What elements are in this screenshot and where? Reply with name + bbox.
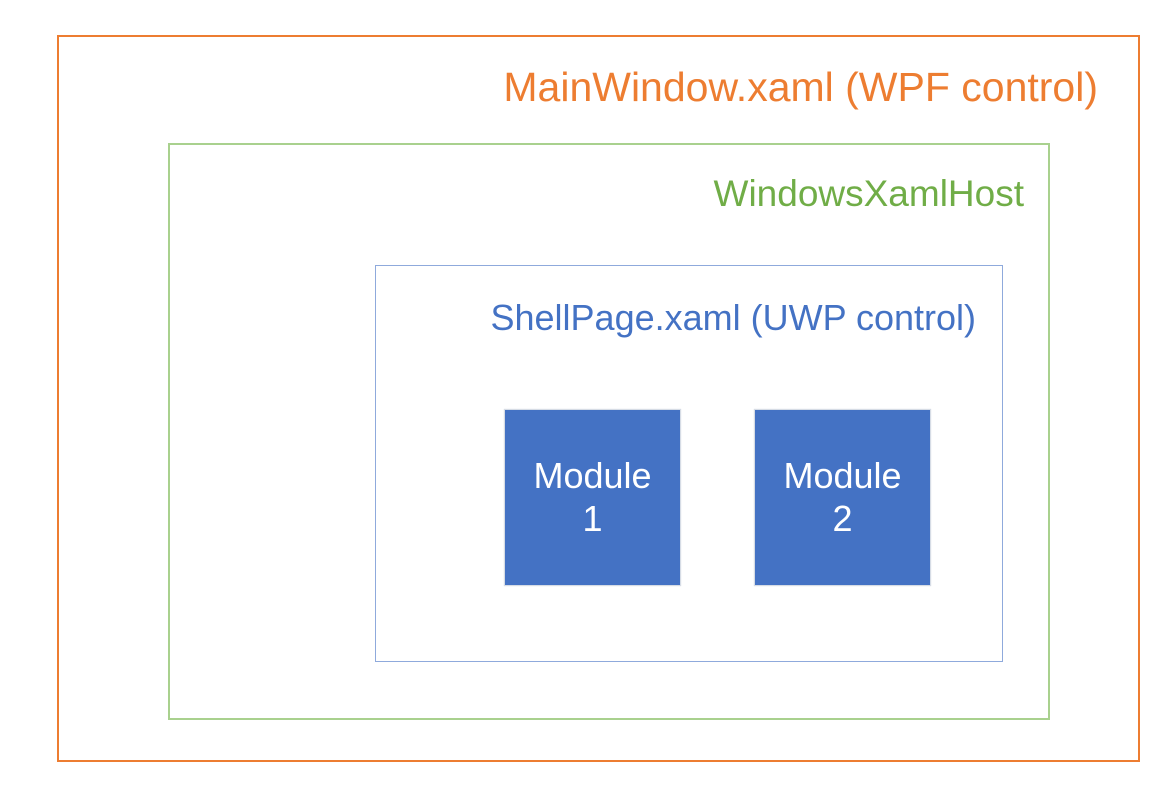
shellpage-uwp-container: ShellPage.xaml (UWP control) Module 1 Mo… [375, 265, 1003, 662]
shellpage-uwp-label: ShellPage.xaml (UWP control) [490, 297, 976, 338]
windowsxamlhost-label: WindowsXamlHost [713, 173, 1024, 214]
mainwindow-wpf-container: MainWindow.xaml (WPF control) WindowsXam… [57, 35, 1140, 762]
module-tile-2-number: 2 [832, 497, 853, 539]
module-tile-1: Module 1 [505, 410, 680, 585]
module-tile-1-word: Module [533, 455, 652, 497]
module-tile-2: Module 2 [755, 410, 930, 585]
mainwindow-wpf-label: MainWindow.xaml (WPF control) [503, 64, 1098, 110]
module-tile-2-word: Module [783, 455, 902, 497]
module-tile-1-number: 1 [582, 497, 603, 539]
windowsxamlhost-container: WindowsXamlHost ShellPage.xaml (UWP cont… [168, 143, 1050, 720]
